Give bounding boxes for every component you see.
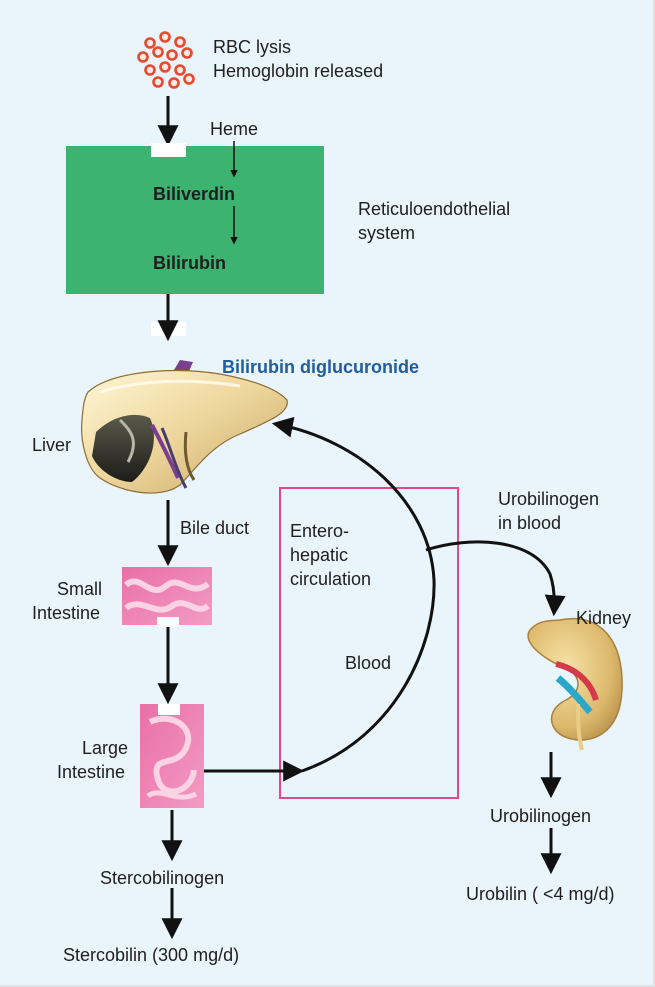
arrow-blood-to-kidney bbox=[426, 542, 554, 612]
circulation-label: circulation bbox=[290, 568, 371, 590]
rbc-lysis-label: RBC lysis bbox=[213, 36, 291, 58]
stercobilin-label: Stercobilin (300 mg/d) bbox=[63, 944, 239, 966]
bile-duct-label: Bile duct bbox=[180, 517, 249, 539]
reticuloendothelial-label: Reticuloendothelial bbox=[358, 198, 510, 220]
arrow-blood-to-liver bbox=[276, 424, 434, 771]
large-label: Large bbox=[82, 737, 128, 759]
stercobilinogen-label: Stercobilinogen bbox=[100, 867, 224, 889]
system-label: system bbox=[358, 222, 415, 244]
urobilinogen-label-blood: Urobilinogen bbox=[498, 488, 599, 510]
heme-label: Heme bbox=[210, 118, 258, 140]
bilirubin-diglucuronide-label: Bilirubin diglucuronide bbox=[222, 356, 419, 378]
hemoglobin-released-label: Hemoglobin released bbox=[213, 60, 383, 82]
liver-label: Liver bbox=[32, 434, 71, 456]
biliverdin-label: Biliverdin bbox=[153, 183, 235, 205]
urobilinogen-label-urine: Urobilinogen bbox=[490, 805, 591, 827]
intestine-label-small: Intestine bbox=[32, 602, 100, 624]
urobilin-label: Urobilin ( <4 mg/d) bbox=[466, 883, 615, 905]
small-label: Small bbox=[57, 578, 102, 600]
in-blood-label: in blood bbox=[498, 512, 561, 534]
intestine-label-large: Intestine bbox=[57, 761, 125, 783]
re-box-notch bbox=[151, 143, 186, 157]
large-intestine-icon bbox=[140, 704, 204, 808]
hepatic-label: hepatic bbox=[290, 544, 348, 566]
entero-label: Entero- bbox=[290, 520, 349, 542]
blood-label: Blood bbox=[345, 652, 391, 674]
small-intestine-icon bbox=[122, 567, 212, 627]
kidney-label: Kidney bbox=[576, 607, 631, 629]
rbc-cluster-icon bbox=[139, 33, 194, 88]
bilirubin-label: Bilirubin bbox=[153, 252, 226, 274]
kidney-icon bbox=[528, 619, 622, 750]
liver-icon bbox=[82, 360, 288, 493]
